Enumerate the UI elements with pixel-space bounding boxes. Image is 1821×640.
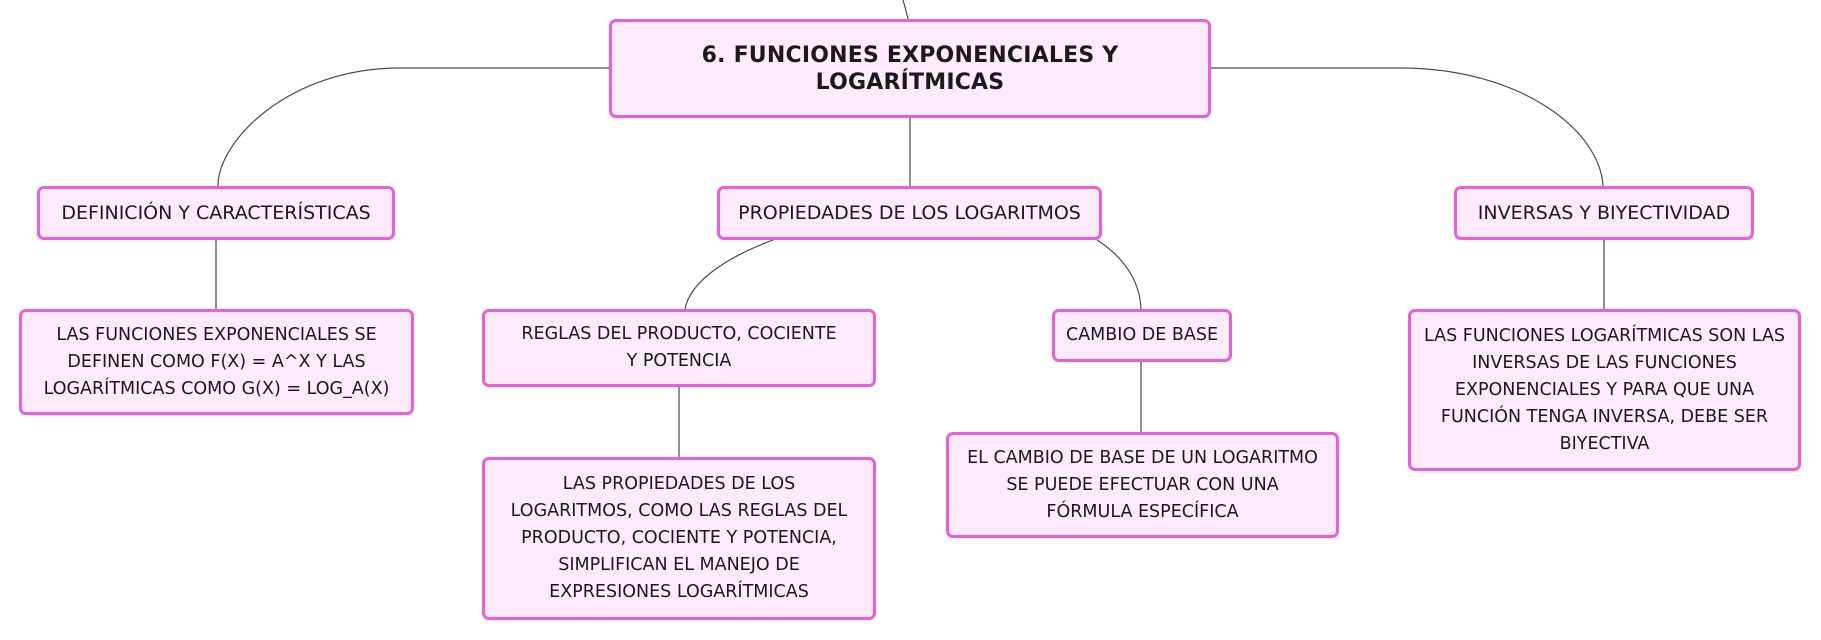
reglas-detail-text: LAS PROPIEDADES DE LOS LOGARITMOS, COMO …	[510, 474, 848, 602]
definicion-node[interactable]: DEFINICIÓN Y CARACTERÍSTICAS	[37, 186, 395, 240]
reglas-node[interactable]: REGLAS DEL PRODUCTO, COCIENTE Y POTENCIA	[482, 309, 876, 387]
link-propiedades-to-reglas	[684, 239, 774, 310]
link-root-to-inversas	[1211, 67, 1604, 187]
cambio-node[interactable]: CAMBIO DE BASE	[1052, 309, 1232, 362]
root-topic-node[interactable]: 6. FUNCIONES EXPONENCIALES Y LOGARÍTMICA…	[609, 19, 1211, 118]
link-propiedades-to-cambio	[1096, 239, 1142, 310]
link-parent-to-root	[902, 0, 909, 20]
propiedades-node[interactable]: PROPIEDADES DE LOS LOGARITMOS	[717, 186, 1102, 240]
link-root-to-definicion	[217, 67, 609, 187]
definicion-detail-text: LAS FUNCIONES EXPONENCIALES SE DEFINEN C…	[43, 324, 390, 399]
inversas-detail-text: LAS FUNCIONES LOGARÍTMICAS SON LAS INVER…	[1423, 325, 1786, 454]
inversas-label: INVERSAS Y BIYECTIVIDAD	[1477, 201, 1731, 224]
propiedades-label: PROPIEDADES DE LOS LOGARITMOS	[738, 201, 1081, 224]
cambio-label: CAMBIO DE BASE	[1065, 325, 1219, 345]
cambio-detail-node[interactable]: EL CAMBIO DE BASE DE UN LOGARITMO SE PUE…	[946, 432, 1339, 538]
inversas-detail-node[interactable]: LAS FUNCIONES LOGARÍTMICAS SON LAS INVER…	[1408, 309, 1801, 471]
reglas-detail-node[interactable]: LAS PROPIEDADES DE LOS LOGARITMOS, COMO …	[482, 457, 876, 620]
inversas-node[interactable]: INVERSAS Y BIYECTIVIDAD	[1454, 186, 1754, 240]
reglas-label: REGLAS DEL PRODUCTO, COCIENTE Y POTENCIA	[521, 324, 837, 371]
definicion-label: DEFINICIÓN Y CARACTERÍSTICAS	[61, 201, 371, 224]
cambio-detail-text: EL CAMBIO DE BASE DE UN LOGARITMO SE PUE…	[967, 447, 1318, 522]
root-topic-label: 6. FUNCIONES EXPONENCIALES Y LOGARÍTMICA…	[701, 42, 1119, 95]
definicion-detail-node[interactable]: LAS FUNCIONES EXPONENCIALES SE DEFINEN C…	[19, 309, 414, 415]
